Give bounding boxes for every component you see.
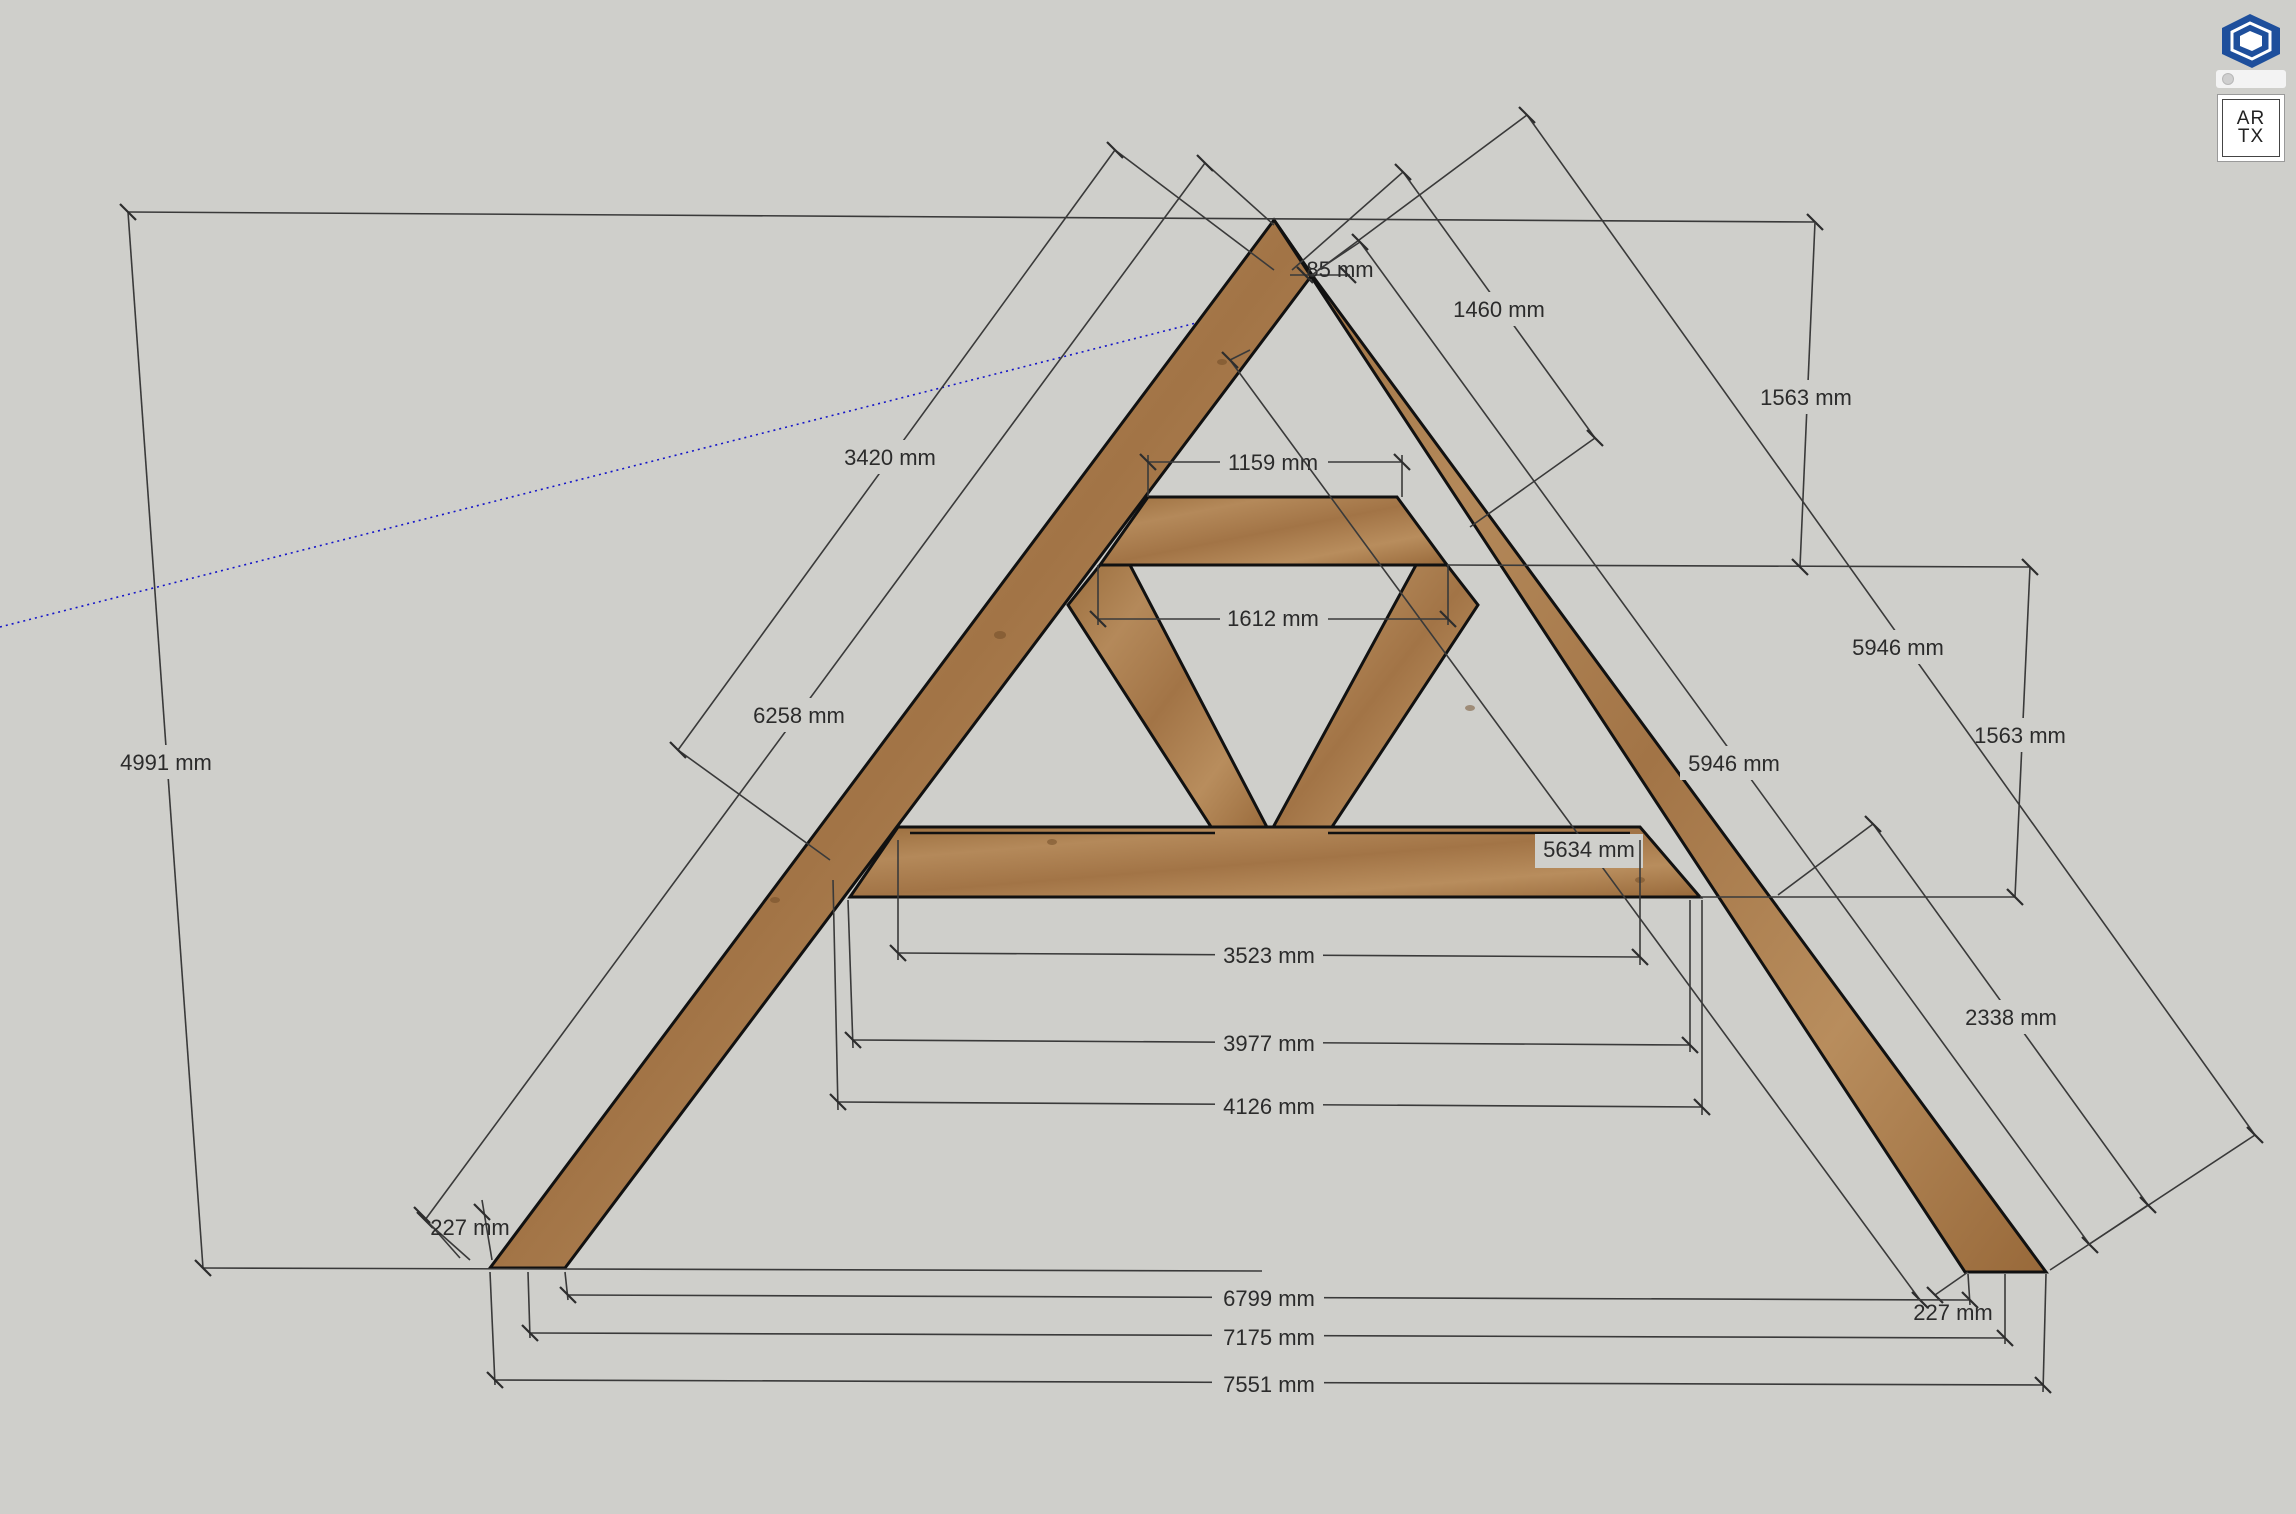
dim-king-gap: 1612 mm: [1227, 606, 1319, 631]
dim-apex-gap: 85 mm: [1306, 257, 1373, 282]
dim-left-foot: 227 mm: [430, 1215, 509, 1240]
dimension-annotations: 4991 mm 1563 mm 1563 mm 3420 mm 6258 mm: [112, 106, 2264, 1398]
artx-extension-button[interactable]: AR TX: [2217, 94, 2285, 162]
sketchup-logo-icon: [2222, 14, 2280, 68]
dim-base-inner: 6799 mm: [1223, 1286, 1315, 1311]
dim-right-brace: 5634 mm: [1543, 837, 1635, 862]
dim-base-outer: 7551 mm: [1223, 1372, 1315, 1397]
dim-tie-inner: 3523 mm: [1223, 943, 1315, 968]
app-branding: AR TX: [2214, 8, 2288, 162]
artx-label-line2: TX: [2237, 126, 2265, 147]
artx-logo-icon: AR TX: [2222, 99, 2280, 157]
upper-collar-beam[interactable]: [1097, 495, 1450, 567]
dim-lower-height: 1563 mm: [1974, 723, 2066, 748]
dim-left-rafter-upper: 3420 mm: [844, 445, 936, 470]
right-rafter[interactable]: [1272, 219, 2049, 1274]
artx-label-line1: AR: [2236, 108, 2266, 129]
dim-base-middle: 7175 mm: [1223, 1325, 1315, 1350]
dim-left-rafter-full: 6258 mm: [753, 703, 845, 728]
dim-upper-collar: 1159 mm: [1228, 450, 1318, 475]
dim-tie-outer: 4126 mm: [1223, 1094, 1315, 1119]
timber-frame[interactable]: [487, 217, 2049, 1274]
inference-guide-line: [0, 321, 1201, 628]
dim-right-lower: 2338 mm: [1965, 1005, 2057, 1030]
dim-upper-height: 1563 mm: [1760, 385, 1852, 410]
status-strip: [2216, 70, 2286, 88]
status-dot-icon: [2222, 73, 2234, 85]
dim-tie-middle: 3977 mm: [1223, 1031, 1315, 1056]
right-diagonal-brace[interactable]: [1267, 563, 1480, 835]
dim-upper-offset: 1460 mm: [1453, 297, 1545, 322]
dim-right-foot: 227 mm: [1913, 1300, 1992, 1325]
dim-overall-height: 4991 mm: [120, 750, 212, 775]
dim-right-rafter-inner: 5946 mm: [1688, 751, 1780, 776]
dim-right-rafter-outer: 5946 mm: [1852, 635, 1944, 660]
